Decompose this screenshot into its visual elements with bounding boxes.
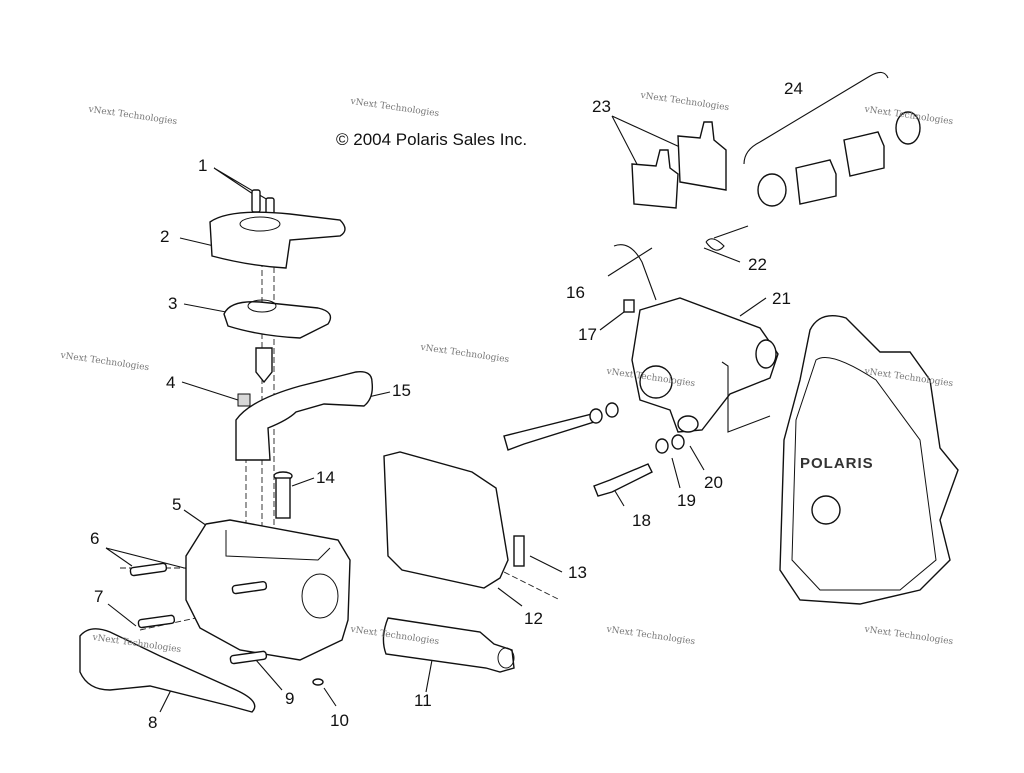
part-13-switch (513, 535, 525, 567)
part-plunger (255, 347, 273, 384)
callout-8[interactable]: 8 (148, 713, 158, 732)
callout-7[interactable]: 7 (94, 587, 104, 606)
callout-15[interactable]: 15 (392, 381, 411, 400)
part-6-7-9-screws (129, 562, 268, 665)
part-3-diaphragm (223, 299, 332, 339)
part-24-pistons-seals (757, 111, 921, 207)
callout-23[interactable]: 23 (592, 97, 611, 116)
chaincase-cover (779, 315, 959, 605)
part-2-reservoir-cover (209, 211, 346, 269)
callout-9[interactable]: 9 (285, 689, 295, 708)
part-4-spring (237, 393, 251, 407)
callout-2[interactable]: 2 (160, 227, 170, 246)
part-8-brake-lever (79, 628, 256, 713)
callout-11[interactable]: 11 (414, 691, 432, 710)
part-17-bleeder (623, 299, 635, 313)
part-21-caliper (631, 297, 779, 433)
mount-line (721, 361, 771, 433)
callout-17[interactable]: 17 (578, 325, 597, 344)
part-5-master-cylinder-housing (185, 519, 351, 661)
part-18-19-20-bolts-washers (503, 402, 685, 497)
part-23-brake-pads (631, 121, 727, 209)
callout-24[interactable]: 24 (784, 79, 803, 98)
callout-19[interactable]: 19 (677, 491, 696, 510)
part-15-lever-arm (235, 371, 374, 461)
copyright-notice: © 2004 Polaris Sales Inc. (336, 130, 528, 149)
callout-21[interactable]: 21 (772, 289, 791, 308)
part-12-switch-housing (383, 451, 525, 589)
callout-16[interactable]: 16 (566, 283, 585, 302)
callout-6[interactable]: 6 (90, 529, 100, 548)
callout-4[interactable]: 4 (166, 373, 176, 392)
callout-14[interactable]: 14 (316, 468, 335, 487)
callout-10[interactable]: 10 (330, 711, 349, 730)
callout-5[interactable]: 5 (172, 495, 182, 514)
callout-18[interactable]: 18 (632, 511, 651, 530)
part-10-washer (312, 678, 324, 686)
part-14-pin (273, 471, 293, 519)
leader-lines (105, 71, 889, 713)
callout-13[interactable]: 13 (568, 563, 587, 582)
part-22-clip (705, 225, 749, 251)
part-16-brake-line (613, 244, 657, 301)
callout-20[interactable]: 20 (704, 473, 723, 492)
part-11-shaft (382, 617, 515, 673)
callout-12[interactable]: 12 (524, 609, 543, 628)
callout-3[interactable]: 3 (168, 294, 178, 313)
polaris-logo-text: POLARIS (800, 455, 874, 472)
callout-1[interactable]: 1 (198, 156, 208, 175)
callout-22[interactable]: 22 (748, 255, 767, 274)
